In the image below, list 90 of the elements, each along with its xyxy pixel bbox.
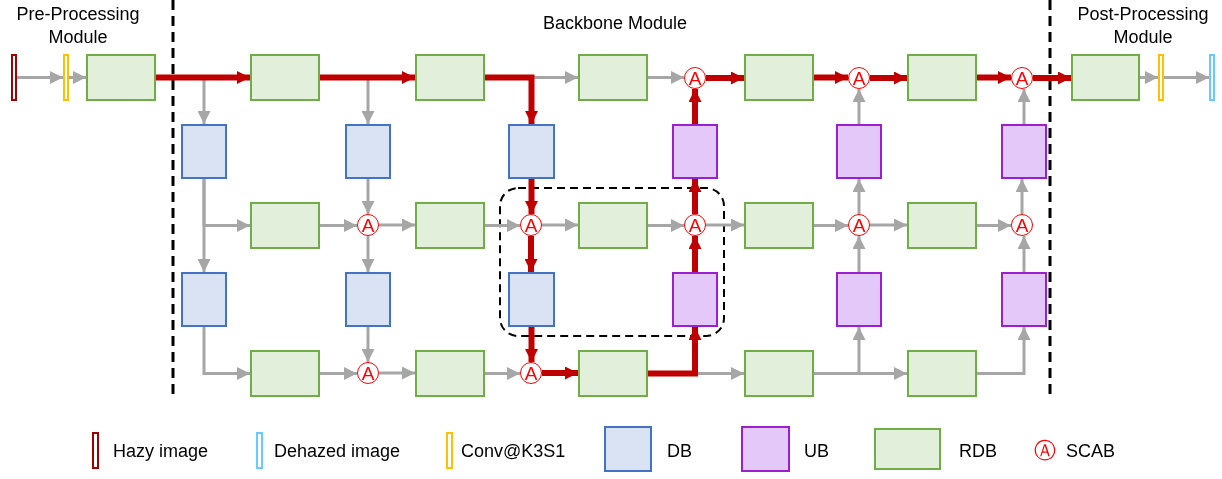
ub-block bbox=[1001, 272, 1047, 327]
legend-label: Conv@K3S1 bbox=[461, 440, 566, 463]
arrow bbox=[814, 219, 848, 232]
rdb-block bbox=[250, 54, 320, 101]
arrow bbox=[320, 71, 415, 84]
arrow bbox=[688, 179, 702, 214]
arrow bbox=[156, 71, 250, 84]
arrow bbox=[852, 179, 866, 214]
ub-block bbox=[836, 272, 882, 327]
rdb-block bbox=[1071, 54, 1140, 101]
arrow bbox=[688, 89, 702, 124]
arrow bbox=[688, 236, 702, 272]
rdb-block bbox=[415, 202, 485, 249]
arrow bbox=[361, 236, 375, 272]
arrow bbox=[524, 236, 538, 272]
rdb-block bbox=[907, 54, 977, 101]
image-bar bbox=[1209, 54, 1215, 101]
ub-block bbox=[672, 124, 718, 179]
arrow bbox=[814, 367, 907, 380]
arrow bbox=[977, 219, 1011, 232]
arrow bbox=[648, 327, 702, 377]
arrow bbox=[1033, 71, 1071, 85]
db-block bbox=[181, 124, 227, 179]
rdb-block bbox=[415, 54, 485, 101]
arrow bbox=[197, 179, 211, 272]
rdb-block bbox=[744, 202, 814, 249]
arrow bbox=[1164, 71, 1209, 84]
arrow bbox=[379, 366, 415, 380]
arrow bbox=[320, 219, 357, 232]
rdb-block bbox=[578, 350, 648, 397]
db-block bbox=[508, 124, 555, 179]
arrow bbox=[361, 327, 375, 362]
ub-block bbox=[1001, 124, 1047, 179]
arrow bbox=[852, 89, 866, 124]
legend-label: DB bbox=[667, 440, 692, 463]
section-title: Post-Processing Module bbox=[1076, 3, 1210, 49]
arrow bbox=[1017, 89, 1031, 124]
rdb-block bbox=[744, 54, 814, 101]
arrow bbox=[977, 327, 1031, 375]
arrow bbox=[17, 71, 63, 84]
arrow bbox=[485, 74, 538, 124]
db-block bbox=[508, 272, 555, 327]
arrow bbox=[320, 367, 357, 380]
rdb-block bbox=[250, 202, 320, 249]
arrow bbox=[542, 366, 578, 380]
arrow bbox=[525, 179, 538, 214]
rdb-block bbox=[578, 54, 648, 101]
conv-bar bbox=[1158, 54, 1164, 101]
arrow bbox=[870, 218, 907, 232]
conv-bar bbox=[63, 54, 69, 101]
arrow bbox=[525, 327, 538, 362]
rdb-block bbox=[907, 350, 977, 397]
arrow bbox=[69, 71, 86, 84]
arrow bbox=[1017, 236, 1031, 272]
legend-label: SCAB bbox=[1066, 440, 1116, 463]
arrow bbox=[202, 327, 250, 380]
arrow bbox=[870, 71, 907, 85]
rdb-block bbox=[250, 350, 320, 397]
rdb-block bbox=[415, 350, 485, 397]
rdb-block bbox=[578, 202, 648, 249]
legend-label: UB bbox=[804, 440, 829, 463]
rdb-block bbox=[86, 54, 156, 101]
ub-block bbox=[672, 272, 718, 327]
arrow bbox=[1015, 179, 1029, 214]
db-block bbox=[345, 124, 391, 179]
arrow bbox=[706, 218, 744, 232]
scab-symbol: Ⓐ bbox=[1034, 439, 1056, 463]
ub-block bbox=[836, 124, 882, 179]
rdb-block bbox=[744, 350, 814, 397]
legend-label: Dehazed image bbox=[274, 440, 401, 463]
image-bar bbox=[11, 54, 17, 101]
arrow bbox=[379, 218, 415, 232]
arrow bbox=[542, 218, 578, 232]
arrow bbox=[852, 236, 866, 272]
arrow bbox=[485, 367, 520, 380]
section-title: Backbone Module bbox=[541, 12, 689, 35]
db-block bbox=[181, 272, 227, 327]
arrow bbox=[706, 71, 744, 85]
legend-label: RDB bbox=[959, 440, 997, 463]
arrow bbox=[1140, 71, 1158, 84]
arrow bbox=[648, 71, 684, 84]
arrow bbox=[485, 219, 520, 232]
section-title: Pre-Processing Module bbox=[15, 3, 141, 49]
arrow bbox=[977, 71, 1011, 84]
rdb-block bbox=[907, 202, 977, 249]
arrow bbox=[814, 71, 848, 84]
legend-label: Hazy image bbox=[113, 440, 209, 463]
arrow bbox=[648, 219, 684, 232]
db-block bbox=[345, 272, 391, 327]
arrow bbox=[361, 179, 375, 214]
